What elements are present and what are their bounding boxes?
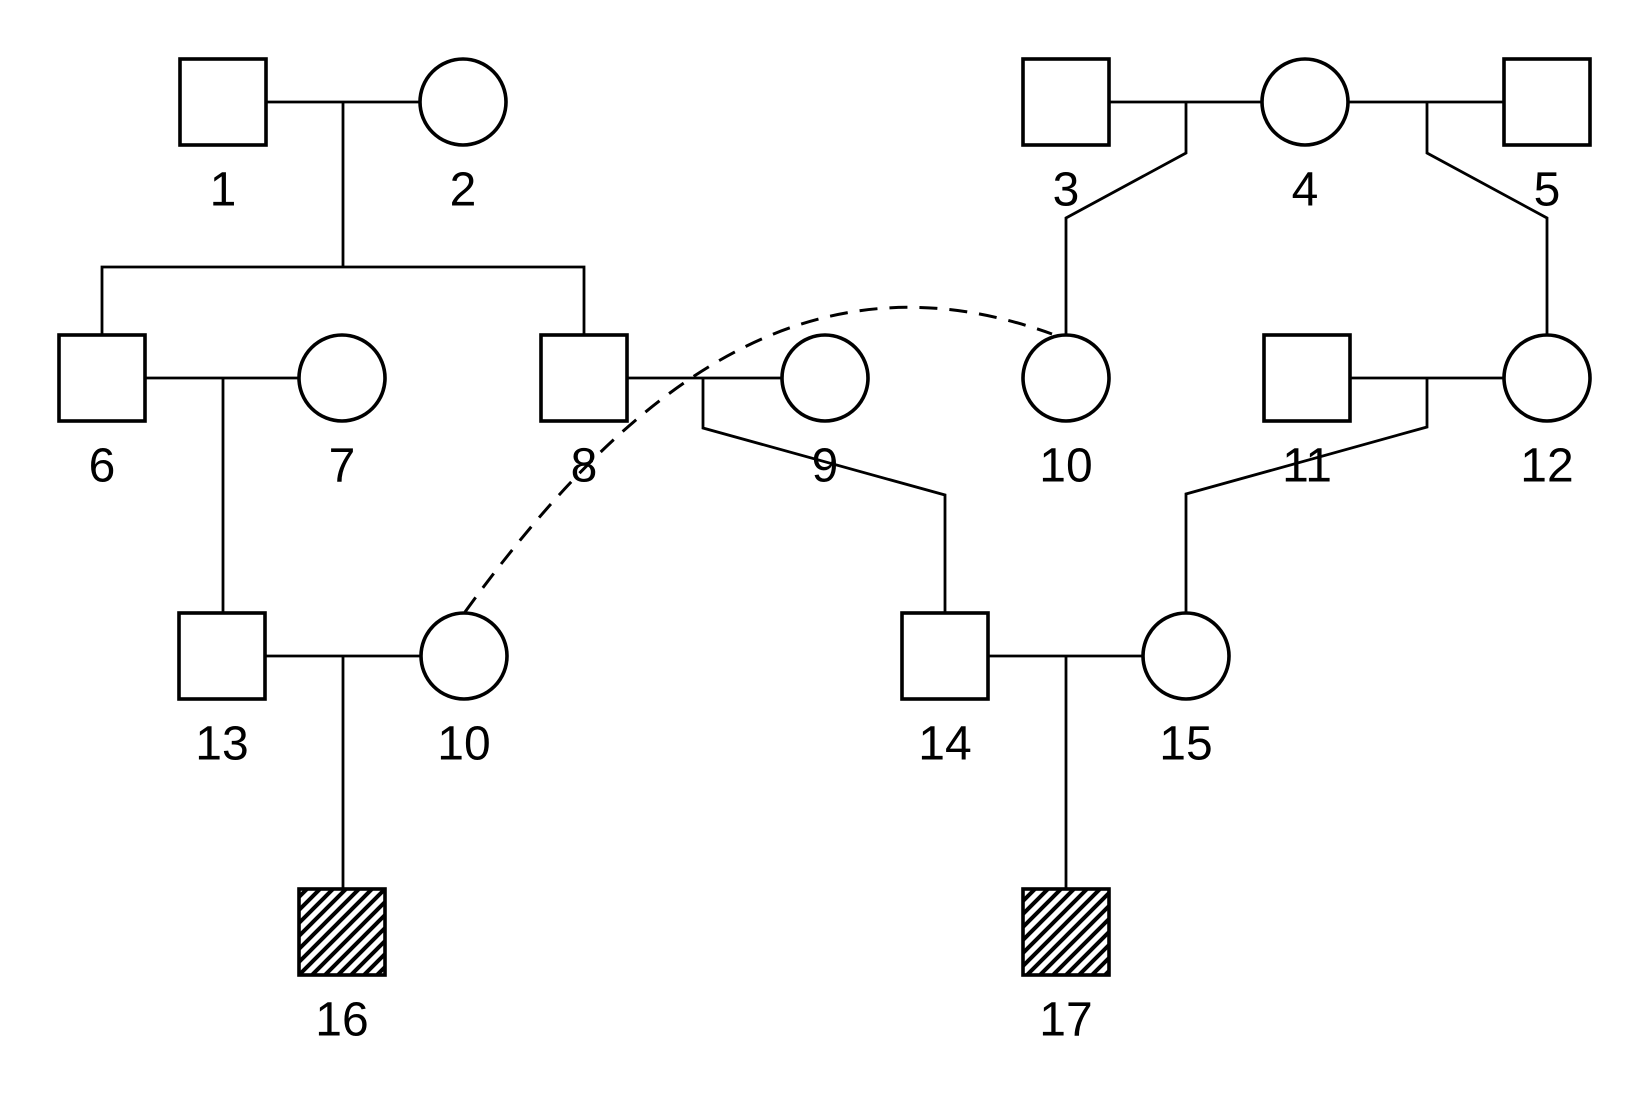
person-5-square <box>1502 57 1592 147</box>
person-1-square <box>178 57 268 147</box>
person-2-circle <box>418 57 508 147</box>
person-14-square <box>900 611 990 701</box>
person-7-circle <box>297 333 387 423</box>
person-1-label: 1 <box>210 164 237 217</box>
person-4-label: 4 <box>1292 164 1319 217</box>
person-10b-label: 10 <box>437 718 490 771</box>
person-17-label: 17 <box>1039 994 1092 1047</box>
duplicate-individual-10-dashed-curve <box>463 305 1053 613</box>
person-3-label: 3 <box>1053 164 1080 217</box>
person-17-square-affected <box>1021 887 1111 977</box>
person-12-label: 12 <box>1520 440 1573 493</box>
person-8-square <box>539 333 629 423</box>
person-13-square <box>177 611 267 701</box>
person-10a-circle <box>1021 333 1111 423</box>
person-9-label: 9 <box>812 440 839 493</box>
person-9-circle <box>780 333 870 423</box>
person-4-circle <box>1260 57 1350 147</box>
person-2-label: 2 <box>450 164 477 217</box>
descent-11-12-to-15-line <box>1184 378 1429 613</box>
person-16-square-affected <box>297 887 387 977</box>
person-3-square <box>1021 57 1111 147</box>
descent-1-2-sibship-line <box>100 265 586 335</box>
descent-8-9-to-14-line <box>701 378 947 613</box>
person-13-label: 13 <box>195 718 248 771</box>
person-6-label: 6 <box>89 440 116 493</box>
person-11-square <box>1262 333 1352 423</box>
descent-4-5-to-12-line <box>1425 102 1549 335</box>
person-10a-label: 10 <box>1039 440 1092 493</box>
person-11-label: 11 <box>1282 440 1332 493</box>
person-6-square <box>57 333 147 423</box>
person-8-label: 8 <box>571 440 598 493</box>
person-15-circle <box>1141 611 1231 701</box>
person-12-circle <box>1502 333 1592 423</box>
person-5-label: 5 <box>1534 164 1561 217</box>
person-14-label: 14 <box>918 718 971 771</box>
descent-3-4-to-10-line <box>1064 102 1188 335</box>
person-10b-circle <box>419 611 509 701</box>
person-7-label: 7 <box>329 440 356 493</box>
person-16-label: 16 <box>315 994 368 1047</box>
person-15-label: 15 <box>1159 718 1212 771</box>
